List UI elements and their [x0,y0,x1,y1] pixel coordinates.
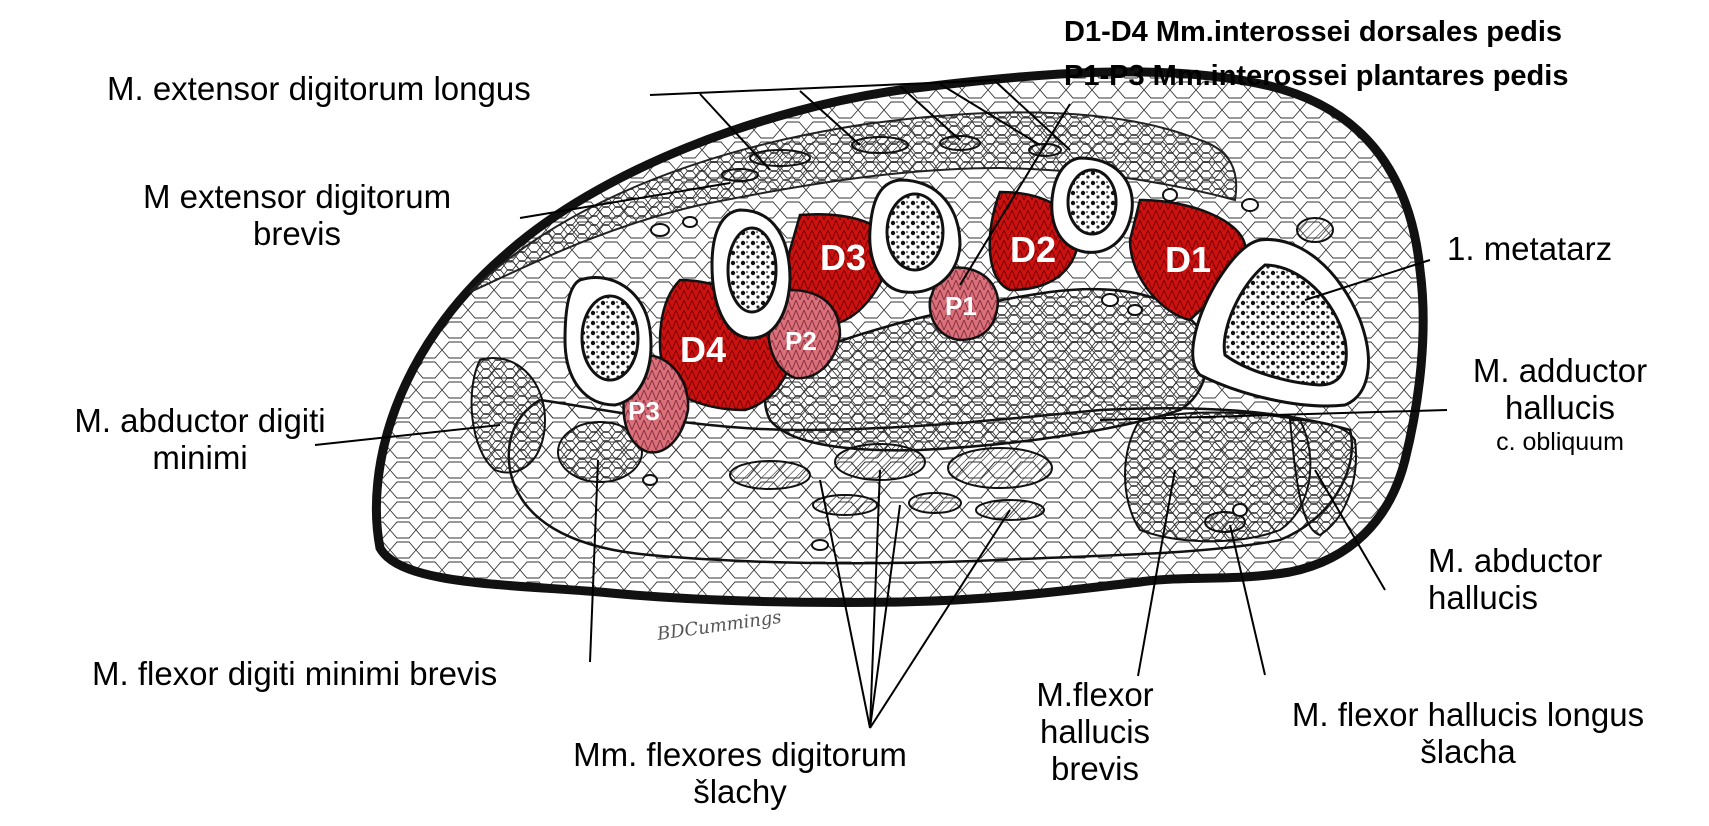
label-line: šlacha [1420,733,1516,770]
label-line: c. obliquum [1496,428,1624,456]
tag-p2: P2 [785,326,817,356]
tag-d1: D1 [1165,239,1211,280]
label-line: brevis [1050,750,1140,787]
label-line: M extensor digitorum [142,178,452,215]
label-adductor-hallucis: M. adductor hallucis c. obliquum [1440,352,1680,458]
label-abductor-digiti-minimi: M. abductor digiti minimi [40,402,360,476]
label-line: hallucis [1039,713,1151,750]
label-metatarz: 1. metatarz [1447,230,1613,267]
p2-muscle [767,288,842,380]
tag-d4: D4 [680,329,726,370]
label-line: hallucis [1504,389,1616,426]
label-flexor-hallucis-longus: M. flexor hallucis longus šlacha [1258,696,1678,770]
label-line: minimi [152,439,248,476]
label-flexor-digiti-minimi-brevis: M. flexor digiti minimi brevis [92,655,498,692]
label-flexores-digitorum: Mm. flexores digitorum šlachy [520,736,960,810]
label-line: M. flexor hallucis longus [1291,696,1645,733]
artist-signature: BDCummings [655,607,783,645]
leader-lines [314,79,1448,729]
label-line: Mm. flexores digitorum [573,736,907,773]
tag-p1: P1 [945,291,977,321]
tag-p3: P3 [628,396,660,426]
label-line: šlachy [693,773,787,810]
label-ext-dig-longus: M. extensor digitorum longus [107,70,531,107]
tag-d3: D3 [820,237,866,278]
label-line: M.flexor [1036,676,1154,713]
p1-muscle [928,266,1000,342]
label-line: brevis [252,215,342,252]
legend-plantar: P1-P3 Mm.interossei plantares pedis [1064,60,1569,92]
label-line: hallucis [1428,579,1539,616]
label-line: M. adductor [1472,352,1648,389]
label-ext-dig-brevis: M extensor digitorum brevis [107,178,487,252]
label-line: M. abductor digiti [74,402,326,439]
label-line: M. abductor [1428,542,1603,579]
tag-d2: D2 [1010,229,1056,270]
legend-dorsal: D1-D4 Mm.interossei dorsales pedis [1064,16,1562,48]
label-abductor-hallucis: M. abductor hallucis [1428,542,1602,616]
label-flexor-hallucis-brevis: M.flexor hallucis brevis [1005,676,1185,787]
